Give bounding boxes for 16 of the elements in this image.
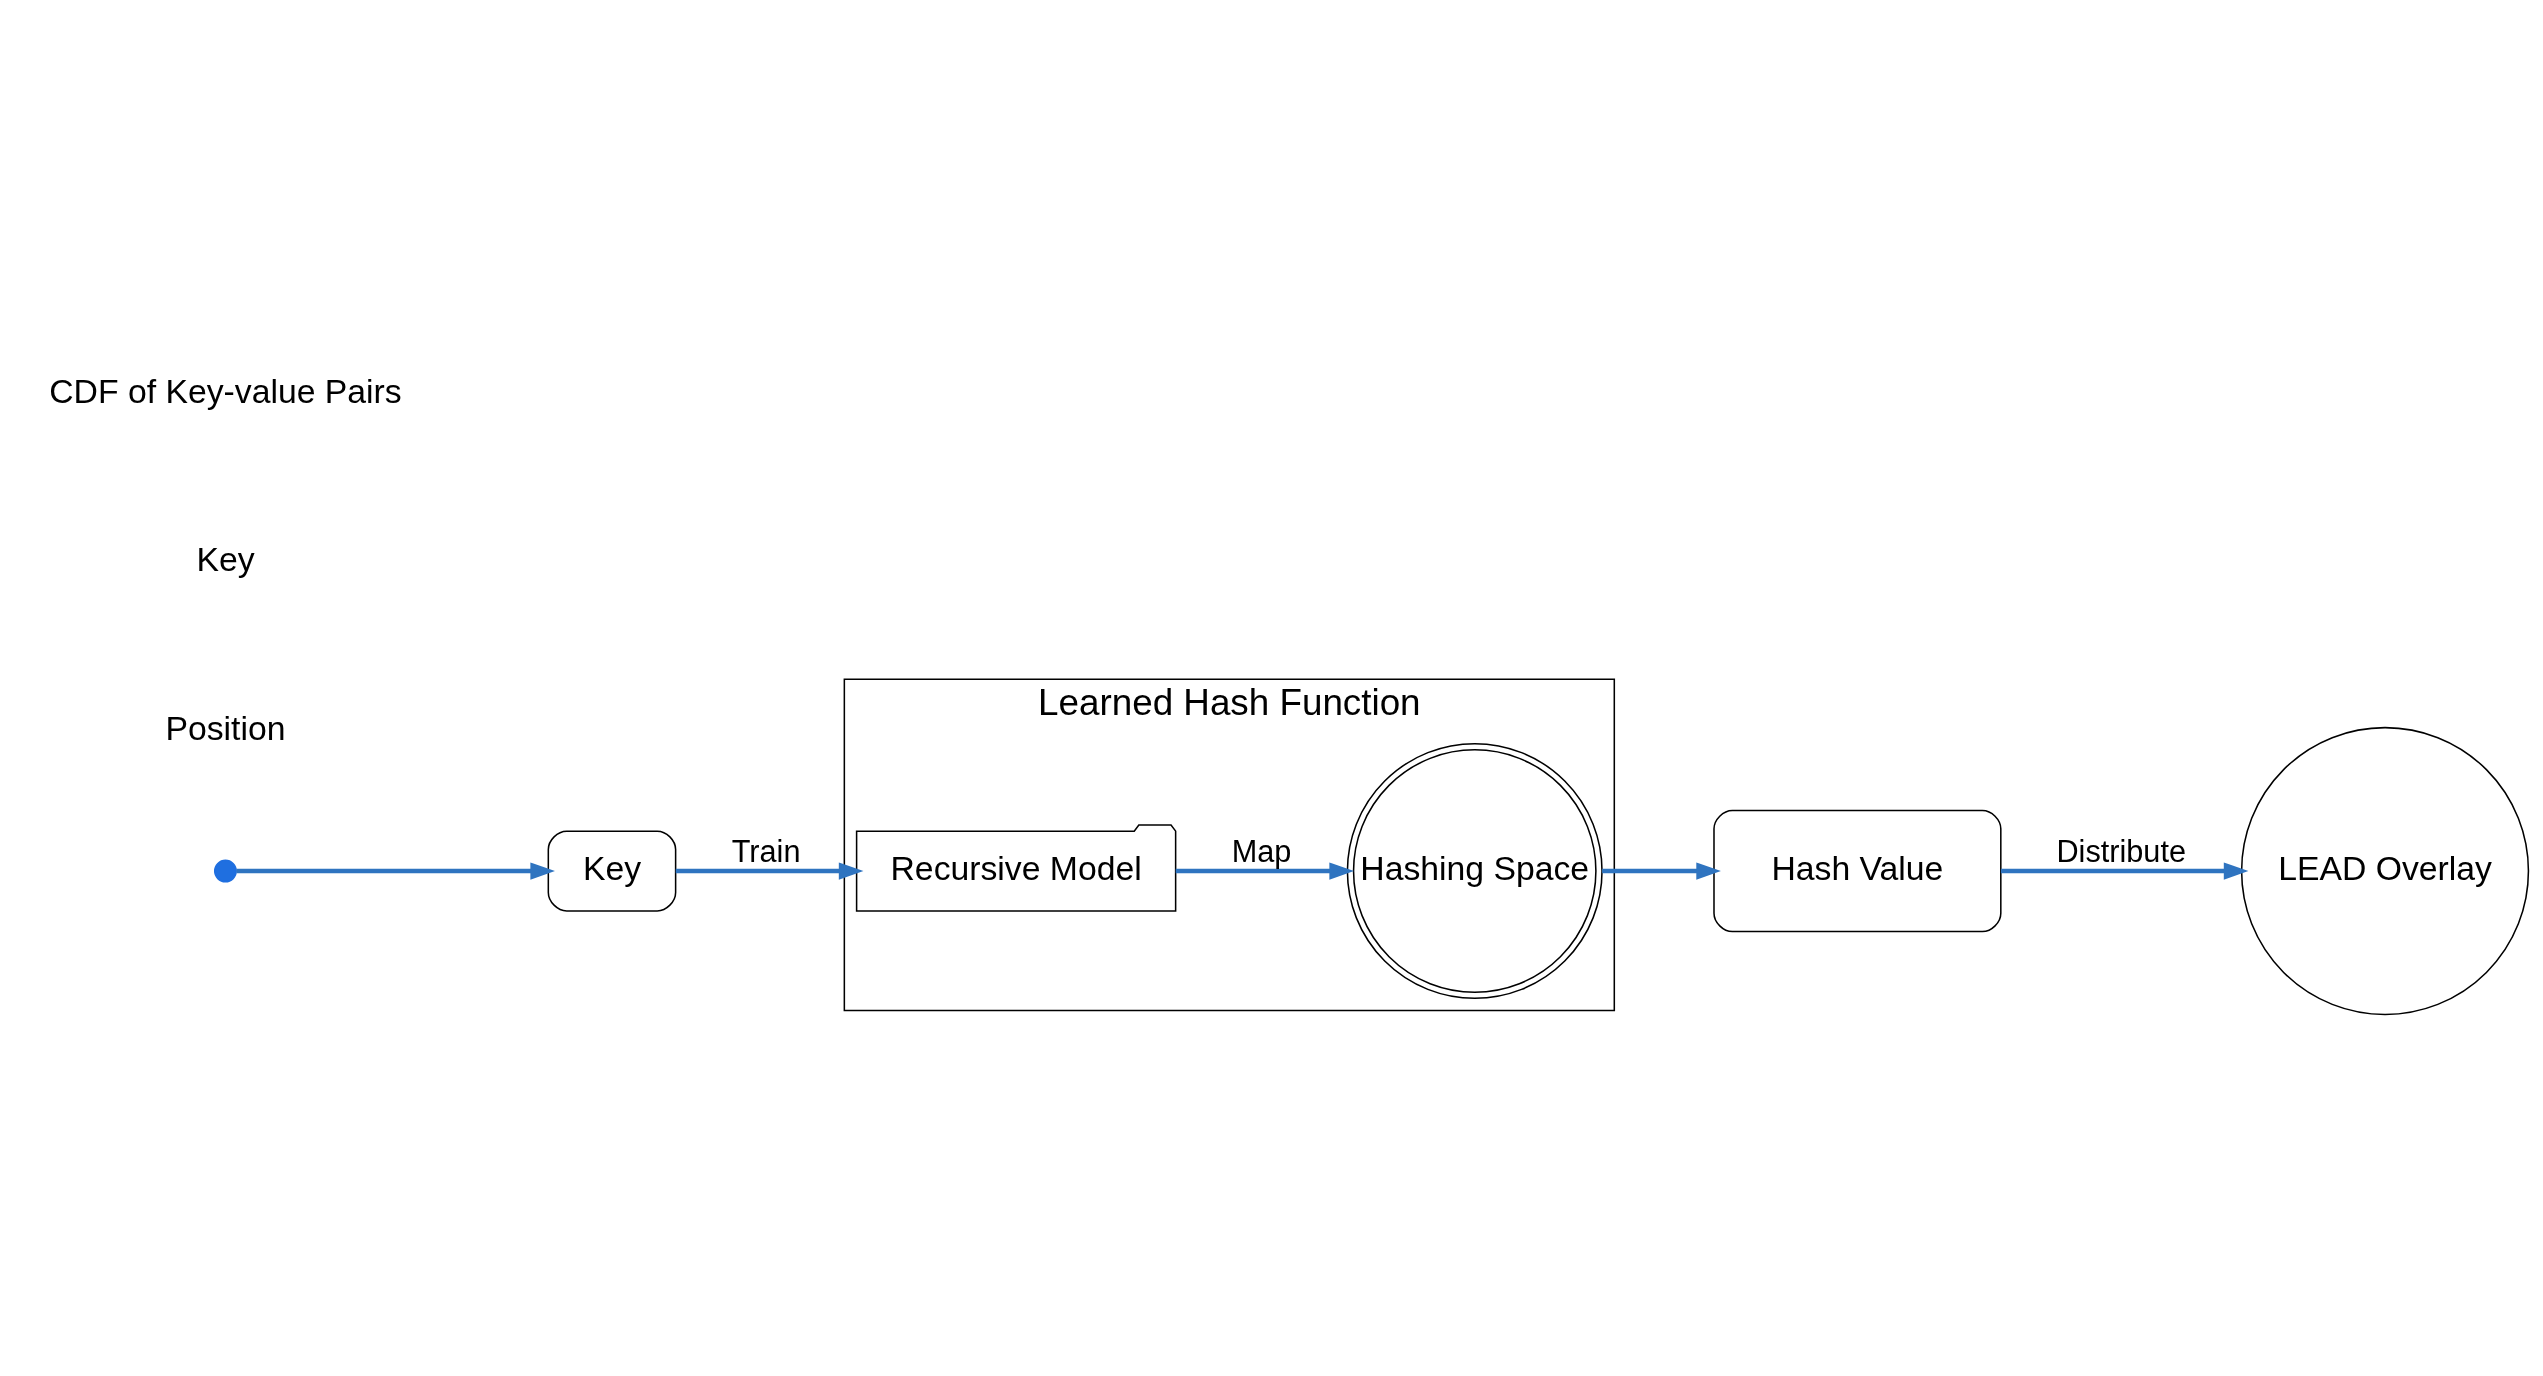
arrow: [236, 861, 555, 880]
label: Key: [196, 539, 255, 578]
arrow: [1602, 861, 1721, 880]
node-box: Key: [547, 829, 677, 912]
edge-label: Train: [731, 833, 801, 868]
label: Position: [165, 708, 286, 747]
node-circle: Hashing Space: [1346, 742, 1603, 999]
node-circle: [213, 859, 237, 883]
arrow: [675, 861, 864, 880]
node-circle: LEAD Overlay: [2240, 726, 2530, 1015]
arrow: [1175, 861, 1354, 880]
edge-label: Distribute: [2056, 833, 2186, 868]
edge-label: Map: [1231, 833, 1292, 868]
node-box: Hash Value: [1713, 809, 2002, 932]
arrow: [2000, 861, 2249, 880]
label: CDF of Key-value Pairs: [49, 371, 402, 410]
